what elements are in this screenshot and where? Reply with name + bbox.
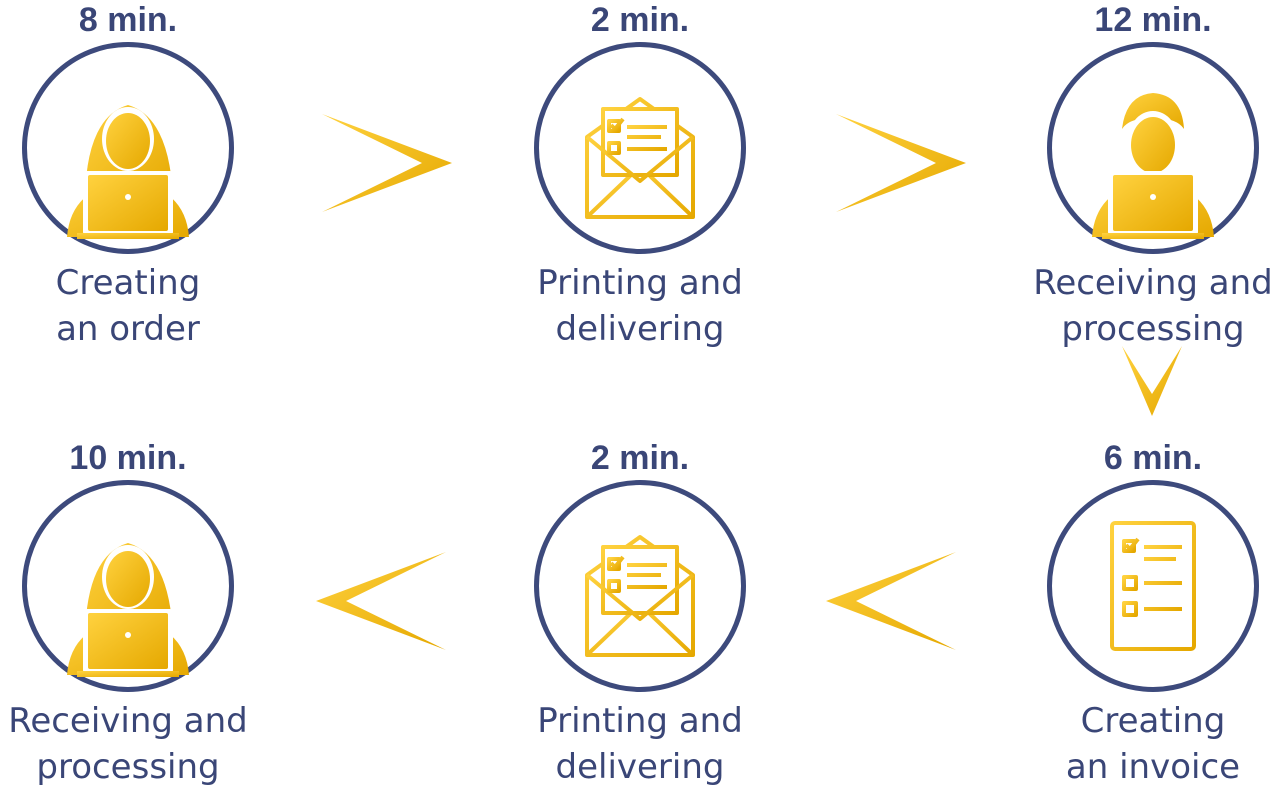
man-laptop-icon [1092,93,1214,239]
step-time: 6 min. [1103,439,1203,477]
step-circle [1047,42,1259,254]
step-circle [534,42,746,254]
woman-laptop-icon [67,105,189,239]
step-label: Creating an order [55,263,201,349]
step-label: Printing and delivering [537,701,743,787]
step-receiving-processing-2: 10 min. Receiving and processing [0,438,278,790]
step-label: Creating an invoice [1065,701,1241,787]
step-printing-delivering-1: 2 min. Printing and delivering [490,0,790,352]
arrow-right-icon [836,114,966,212]
arrow-left-icon [316,552,446,650]
step-circle [22,42,234,254]
step-circle [22,480,234,692]
step-label: Printing and delivering [537,263,743,349]
step-label: Receiving and processing [8,701,248,787]
arrow-right-icon [322,114,452,212]
envelope-checklist-icon [585,97,695,219]
step-time: 2 min. [590,439,690,477]
step-label: Receiving and processing [1033,263,1273,349]
arrow-left-icon [826,552,956,650]
arrow-down-icon [1122,346,1182,416]
step-time: 12 min. [1094,1,1212,39]
step-time: 2 min. [590,1,690,39]
step-circle [534,480,746,692]
step-receiving-processing-1: 12 min. Receiving and processing [1003,0,1273,352]
step-creating-order: 8 min. Creating an order [0,0,278,352]
step-time: 10 min. [69,439,187,477]
invoice-checklist-icon [1110,521,1196,651]
envelope-checklist-icon [585,535,695,657]
step-time: 8 min. [78,1,178,39]
step-creating-invoice: 6 min. Creating an invoice [1003,438,1273,790]
step-circle [1047,480,1259,692]
woman-laptop-icon [67,543,189,677]
step-printing-delivering-2: 2 min. Printing and delivering [490,438,790,790]
